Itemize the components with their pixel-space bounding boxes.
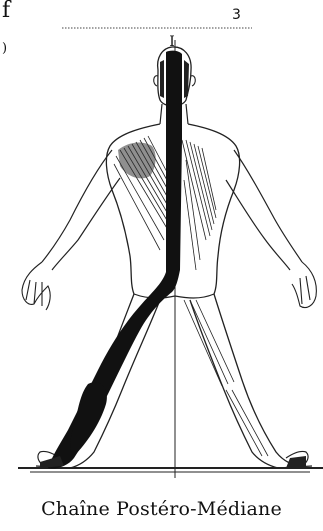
right-foot-shading xyxy=(286,456,306,468)
anatomical-illustration: I xyxy=(0,0,323,500)
left-hand xyxy=(22,262,50,310)
left-calf-mass xyxy=(70,382,107,456)
right-leg-outline xyxy=(190,294,302,468)
right-hand xyxy=(292,262,316,308)
right-leg-hatching xyxy=(184,300,268,456)
right-arm-outline xyxy=(226,150,302,270)
left-foot-shading xyxy=(40,456,64,468)
right-back-muscle-hatching xyxy=(182,140,216,270)
left-arm-outline xyxy=(42,150,120,270)
head-shading-left xyxy=(160,60,164,98)
right-ear xyxy=(191,76,195,86)
figure-caption: Chaîne Postéro-Médiane xyxy=(0,498,323,521)
pelvis-outline xyxy=(134,294,214,298)
left-scapular-mass xyxy=(118,143,156,179)
